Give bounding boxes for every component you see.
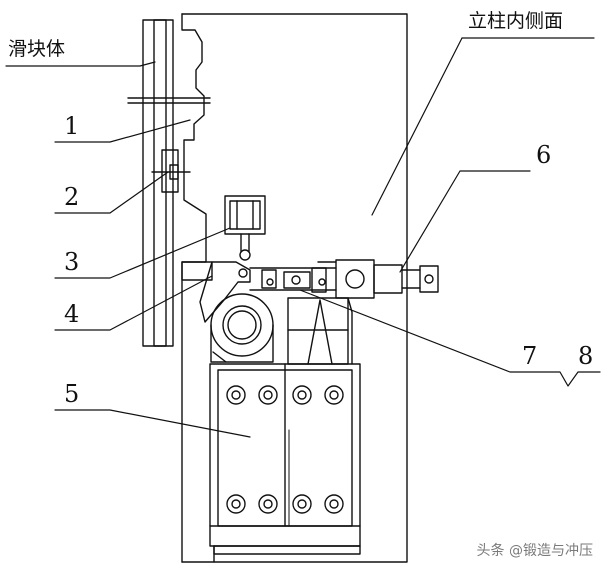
label-part-1: 1	[64, 112, 80, 140]
frame-bolts	[226, 385, 344, 514]
drum	[210, 293, 274, 363]
label-part-7: 7	[522, 342, 538, 370]
part-5-frame	[209, 363, 361, 563]
linkage-rod	[249, 261, 337, 293]
leader-lines	[5, 37, 601, 438]
label-part-2: 2	[64, 183, 80, 211]
label-part-8: 8	[578, 342, 594, 370]
part-4-lever	[181, 261, 251, 323]
label-part-5: 5	[64, 380, 80, 408]
support-bracket	[287, 297, 353, 365]
part-6-hydraulic-cylinder	[335, 259, 439, 299]
label-part-6: 6	[536, 141, 552, 169]
slider-block	[127, 19, 211, 347]
label-column-inner-side: 立柱内侧面	[468, 10, 564, 32]
label-part-4: 4	[64, 300, 80, 328]
watermark: 头条 @锻造与冲压	[476, 543, 593, 559]
label-slider: 滑块体	[8, 38, 66, 60]
label-part-3: 3	[64, 248, 80, 276]
part-3-cylinder	[224, 195, 266, 261]
